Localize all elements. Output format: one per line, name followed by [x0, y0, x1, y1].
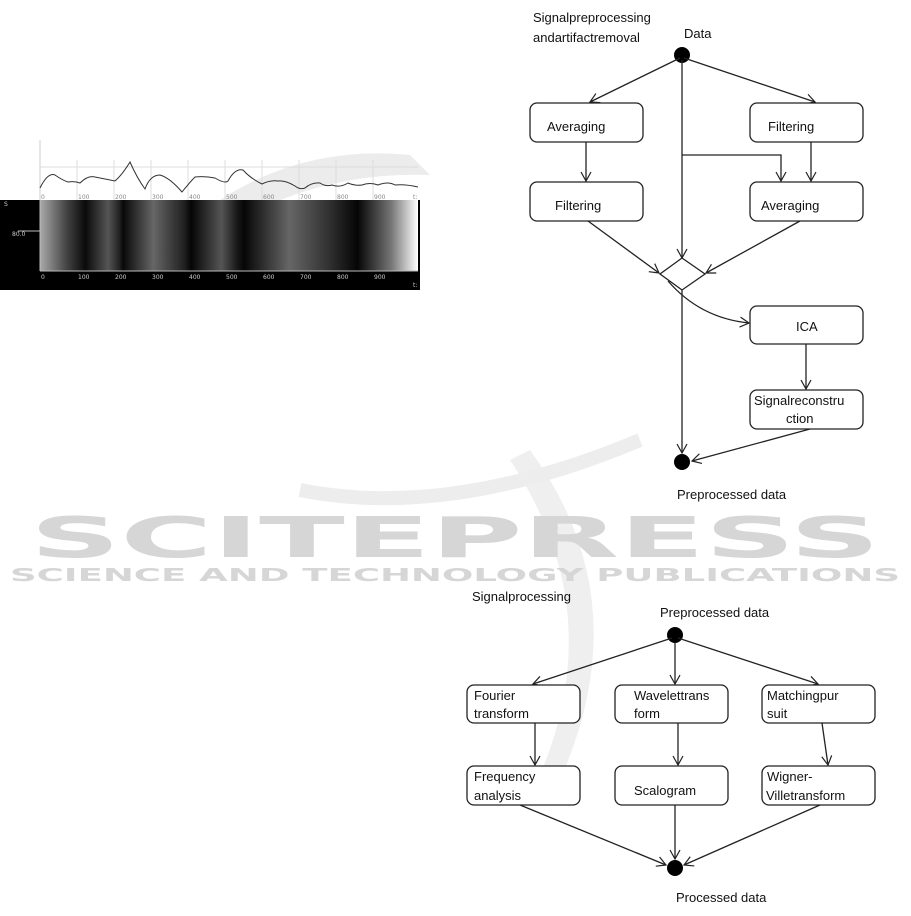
bottom-tick: 600: [263, 274, 275, 281]
start-label: Preprocessed data: [660, 605, 770, 620]
averaging-box: [749, 181, 864, 222]
filtering-label: Filtering: [555, 198, 601, 213]
bottom-tick: 100: [78, 274, 90, 281]
bottom-tick: 800: [337, 274, 349, 281]
end-node: [674, 454, 690, 470]
end-label: Processed data: [676, 890, 767, 905]
scalogram-box: [614, 765, 729, 806]
filtering-box: [529, 181, 644, 222]
bottom-tick: t:: [413, 282, 417, 289]
top-tick: 700: [300, 194, 312, 201]
top-tick: 200: [115, 194, 127, 201]
watermark: SCITEPRESS SCIENCE AND TECHNOLOGY PUBLIC…: [10, 153, 900, 780]
diagram-title: Signalprocessing: [472, 589, 571, 604]
frequency-label-line2: analysis: [474, 788, 521, 803]
top-tick: 0: [41, 194, 45, 201]
spectrogram-y-label: S: [4, 201, 8, 208]
top-tick: 600: [263, 194, 275, 201]
frequency-analysis-box: [466, 765, 581, 806]
signal-reconstruction-box: [749, 389, 864, 430]
watermark-brand: SCITEPRESS: [30, 506, 880, 571]
top-tick: 400: [189, 194, 201, 201]
end-label: Preprocessed data: [677, 487, 787, 502]
bottom-tick: 400: [189, 274, 201, 281]
filtering-box: [749, 102, 864, 143]
wigner-label-line2: Villetransform: [766, 788, 845, 803]
matching-pursuit-box: [761, 684, 876, 724]
top-tick: 900: [374, 194, 386, 201]
top-tick: 100: [78, 194, 90, 201]
diagram-title-line1: Signalpreprocessing: [533, 10, 651, 25]
bottom-tick: 900: [374, 274, 386, 281]
fourier-transform-box: [466, 684, 581, 724]
spectrogram-y-value: 80.0: [12, 231, 26, 238]
bottom-tick: 0: [41, 274, 45, 281]
fourier-label-line2: transform: [474, 706, 529, 721]
top-tick: 800: [337, 194, 349, 201]
wavelet-label-line1: Wavelettrans: [634, 688, 710, 703]
scalogram-label: Scalogram: [634, 783, 696, 798]
averaging-label: Averaging: [547, 119, 605, 134]
wigner-label-line1: Wigner-: [767, 769, 813, 784]
bottom-tick: 500: [226, 274, 238, 281]
frequency-label-line1: Frequency: [474, 769, 536, 784]
diagram-title-line2: andartifactremoval: [533, 30, 640, 45]
watermark-tagline: SCIENCE AND TECHNOLOGY PUBLICATIONS: [10, 565, 900, 586]
start-node: [667, 627, 683, 643]
ica-label: ICA: [796, 319, 818, 334]
reconstruction-label-line1: Signalreconstru: [754, 393, 844, 408]
preprocessing-diagram: Signalpreprocessing andartifactremoval D…: [529, 10, 864, 502]
bottom-tick: 700: [300, 274, 312, 281]
processing-diagram: Signalprocessing Preprocessed data Fouri…: [466, 589, 876, 905]
top-tick: 500: [226, 194, 238, 201]
start-label: Data: [684, 26, 712, 41]
filtering-label: Filtering: [768, 119, 814, 134]
matching-label-line2: suit: [767, 706, 788, 721]
matching-label-line1: Matchingpur: [767, 688, 839, 703]
merge-node: [658, 257, 707, 291]
bottom-tick: 200: [115, 274, 127, 281]
fourier-label-line1: Fourier: [474, 688, 516, 703]
wavelet-transform-box: [614, 684, 729, 724]
wavelet-label-line2: form: [634, 706, 660, 721]
end-node: [667, 860, 683, 876]
signal-waveform: [39, 160, 419, 193]
signal-figure: S 80.0 0 100 200 300 400 500 600 700 800…: [0, 140, 420, 290]
top-tick: t:: [413, 194, 417, 201]
averaging-label: Averaging: [761, 198, 819, 213]
top-tick: 300: [152, 194, 164, 201]
averaging-box: [529, 102, 644, 143]
reconstruction-label-line2: ction: [786, 411, 813, 426]
bottom-tick: 300: [152, 274, 164, 281]
